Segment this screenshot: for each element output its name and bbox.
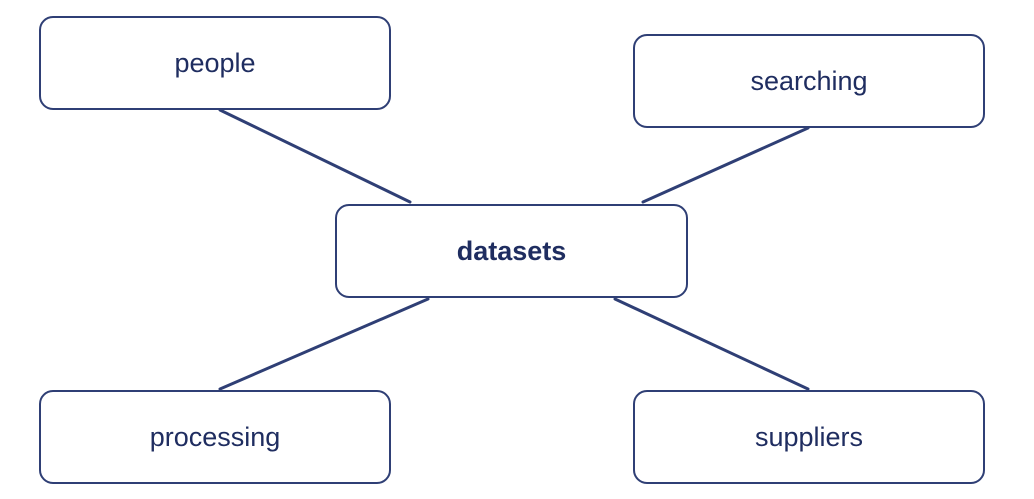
node-people-label: people [174,47,256,78]
node-datasets-center: datasets [335,204,688,298]
node-searching: searching [633,34,985,128]
edge-datasets-processing [218,297,430,391]
edge-datasets-searching [641,126,810,204]
node-processing: processing [39,390,391,484]
node-suppliers-label: suppliers [754,421,864,452]
node-processing-label: processing [149,421,281,452]
node-people: people [39,16,391,110]
edge-datasets-people [218,108,412,204]
node-searching-label: searching [750,65,868,96]
edge-datasets-suppliers [613,297,810,391]
node-datasets-label: datasets [456,235,567,266]
node-suppliers: suppliers [633,390,985,484]
